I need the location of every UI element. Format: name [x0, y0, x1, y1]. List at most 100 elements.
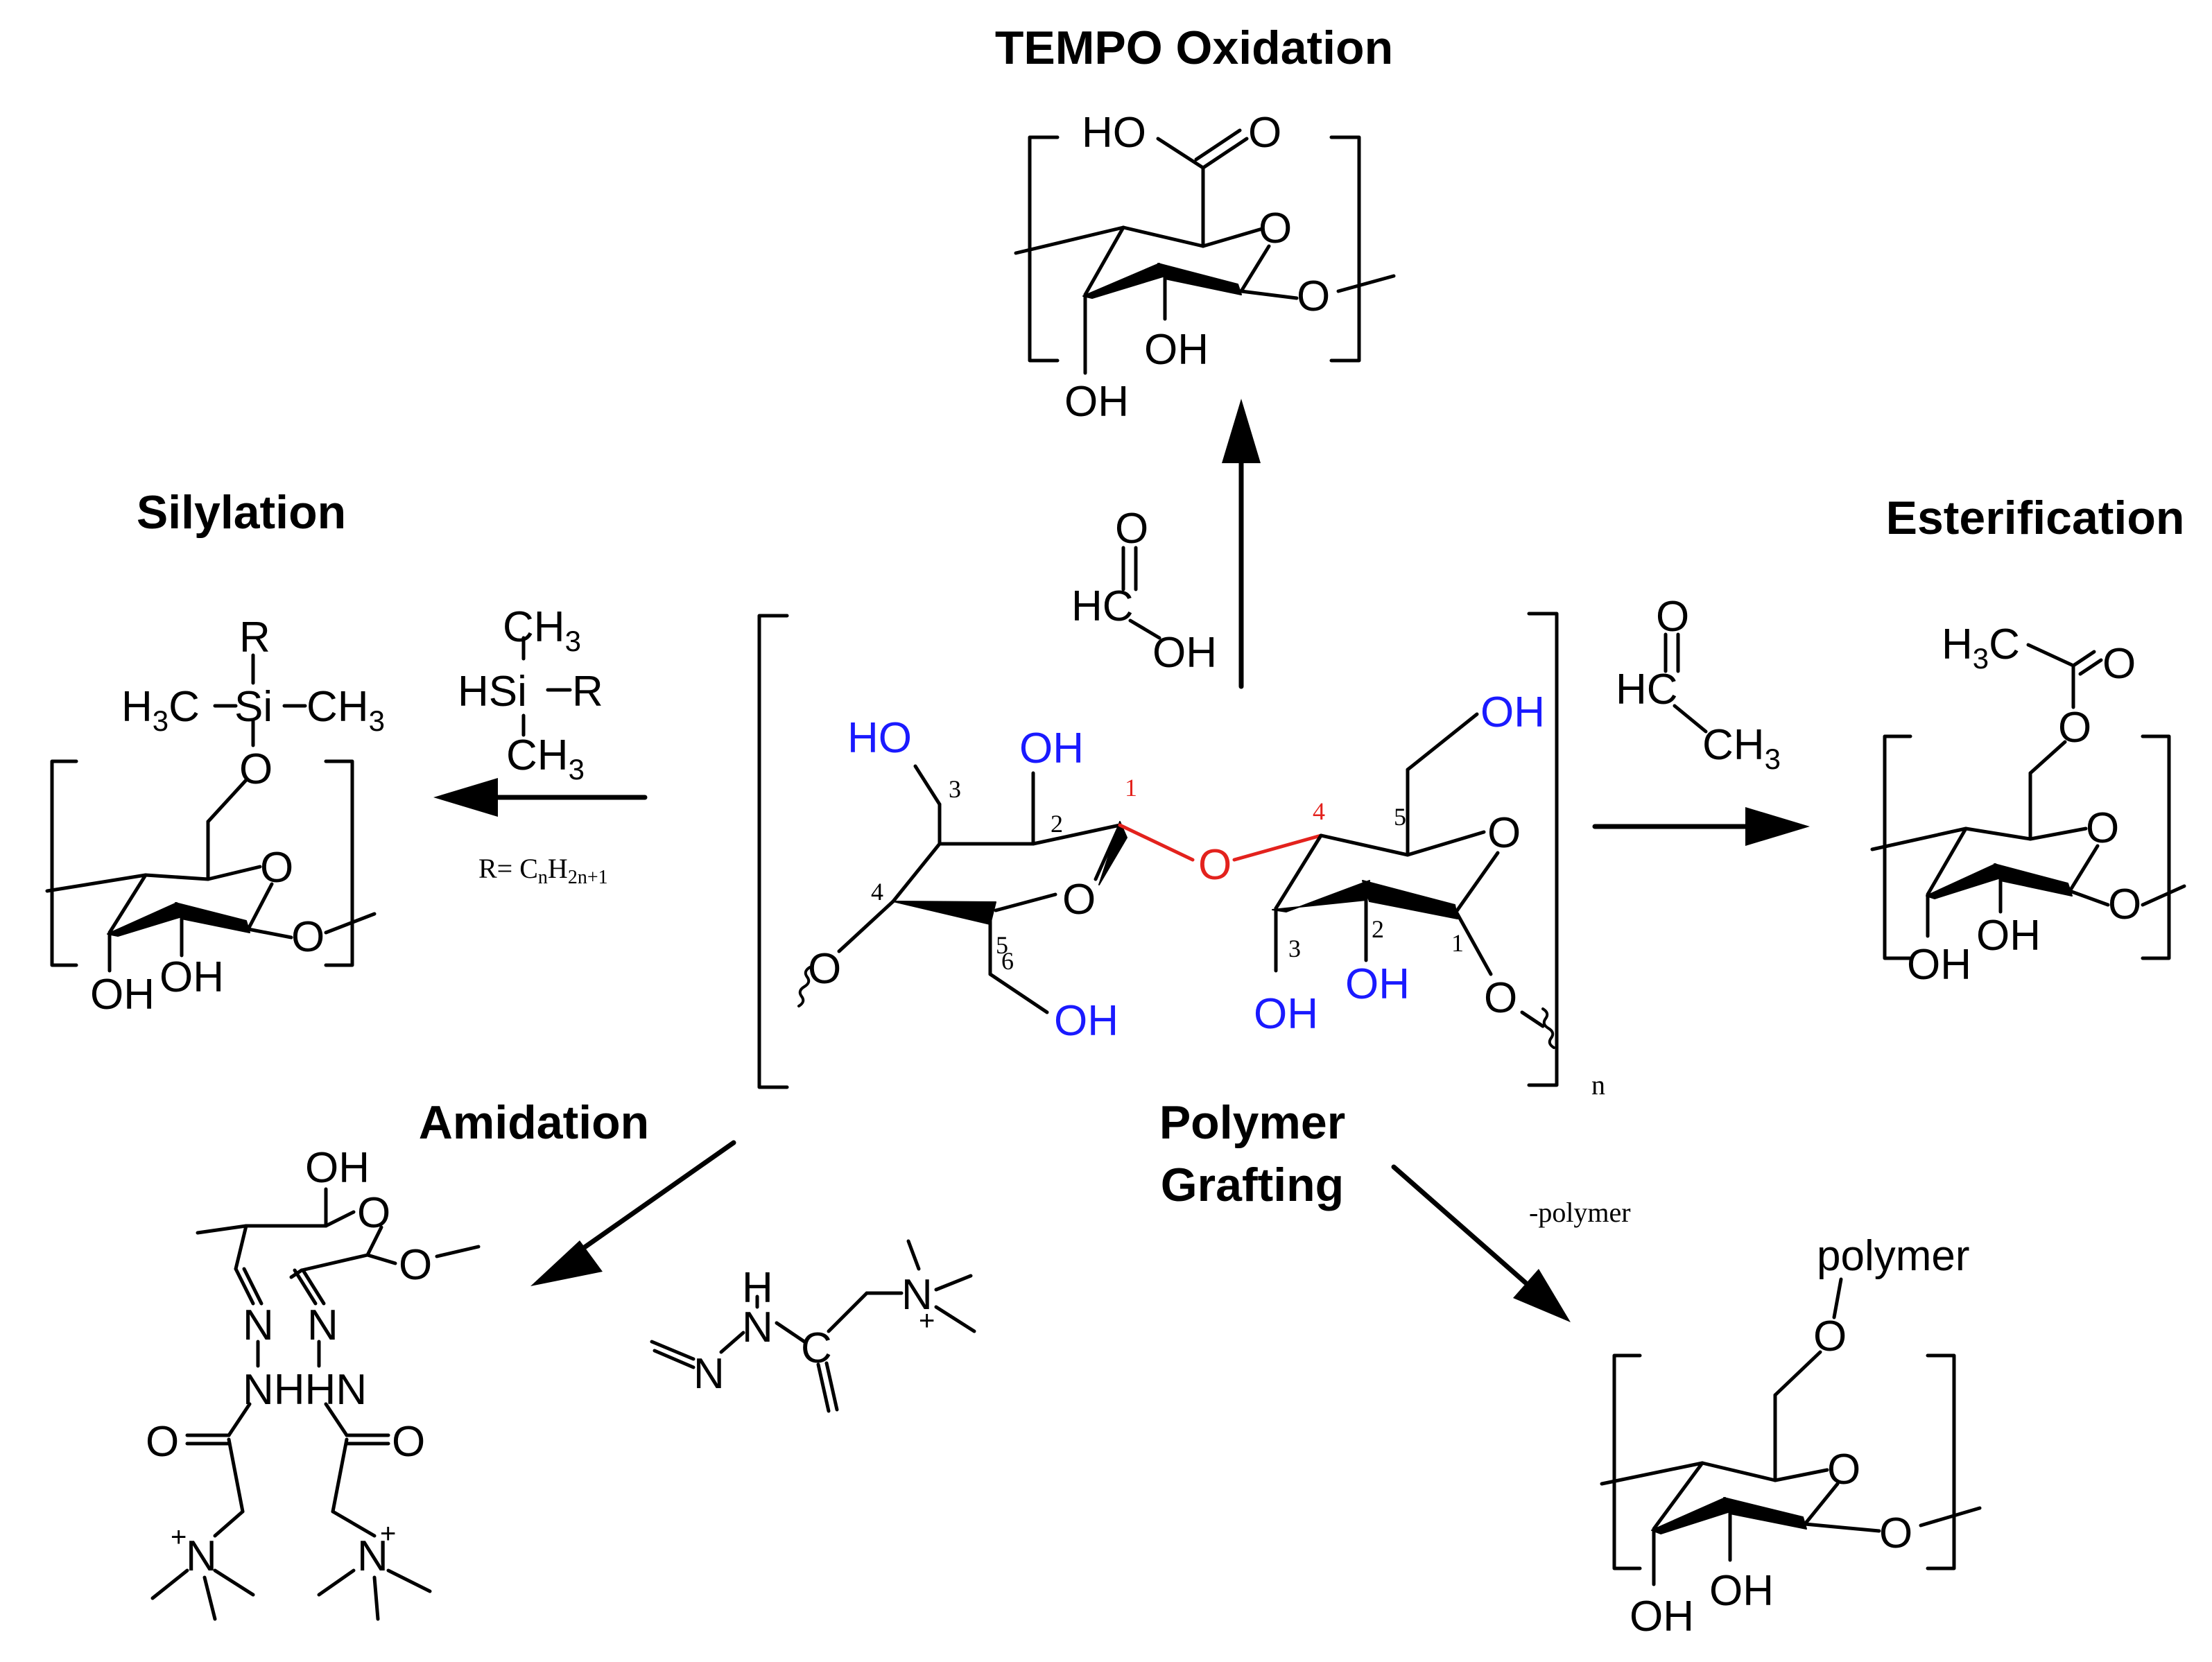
repeat-n-label: n [1591, 1069, 1605, 1100]
carbon-6-label: 6 [1001, 947, 1014, 975]
ester-oh-a: OH [1976, 912, 2041, 960]
carbon-1-prime-label: 1 [1451, 929, 1464, 957]
amide-link-o: O [399, 1241, 432, 1289]
girard-plus: + [919, 1306, 935, 1336]
tempo-oxidation-title: TEMPO Oxidation [995, 21, 1393, 74]
acetaldehyde-hc: HC [1616, 666, 1678, 713]
carbon-2-prime-label: 2 [1372, 915, 1384, 943]
silane-hsi: HSi [458, 668, 527, 716]
ester-o: O [2058, 704, 2091, 752]
grafting-reagent-label: -polymer [1529, 1197, 1631, 1228]
carbon-3-prime-label: 3 [1288, 935, 1301, 962]
amide-o-right: O [392, 1418, 425, 1466]
r-definition: R= CnH2n+1 [478, 853, 608, 888]
amide-n1: N [243, 1301, 274, 1349]
carbon-2-label: 2 [1051, 810, 1063, 838]
silane-reagent: CH3 HSi R CH3 R= CnH2n+1 [458, 603, 608, 888]
carbon-5-prime-label: 5 [1394, 803, 1406, 831]
silane-ch3-top: CH3 [503, 603, 581, 657]
acetaldehyde-reagent: O HC CH3 [1616, 593, 1781, 775]
acetaldehyde-ch3: CH3 [1702, 721, 1781, 775]
grafting-end-o: O [1879, 1509, 1912, 1557]
carbon-4-label: 4 [871, 878, 883, 906]
girard-reagent: H N N C N + [650, 1239, 976, 1413]
cellulose-repeat-unit: n HO OH O [757, 612, 1605, 1100]
oh-c6: OH [1054, 997, 1118, 1045]
amidation-product: OH O O N N NHHN O O N + N + [146, 1144, 481, 1621]
silyl-oh-a: OH [90, 971, 155, 1019]
amide-n-plus-left: N [186, 1532, 217, 1580]
bridge-oxygen: O [1198, 841, 1232, 889]
amide-o-left: O [146, 1418, 179, 1466]
tempo-product: HO O O O OH OH [1014, 109, 1396, 426]
carbon-4-prime-label: 4 [1313, 797, 1325, 825]
tempo-oh-a: OH [1144, 326, 1209, 374]
amidation-title: Amidation [419, 1096, 649, 1149]
arrow-down-left [530, 1140, 736, 1286]
grafting-oh-b: OH [1630, 1593, 1694, 1641]
carbon-3-label: 3 [949, 775, 961, 803]
silylation-product: R H3C Si CH3 O O O OH OH [45, 614, 385, 1019]
left-bracket [757, 614, 789, 1089]
amide-plus-right: + [380, 1518, 396, 1549]
silyl-r: R [239, 614, 270, 661]
grafting-polymer-label: polymer [1817, 1232, 1970, 1280]
esterification-title: Esterification [1886, 492, 2185, 544]
ring-oxygen-left: O [1062, 876, 1096, 924]
amide-ring-o: O [357, 1189, 390, 1237]
carbon-5-label: 5 [996, 931, 1008, 959]
grafting-ring-o: O [1827, 1446, 1860, 1494]
silyl-link-o: O [239, 745, 273, 793]
silyl-ch3: CH3 [306, 683, 385, 737]
ester-end-o: O [2108, 881, 2141, 928]
formic-hc: HC [1071, 582, 1134, 630]
girard-nh: N [742, 1304, 773, 1351]
oh-c2: OH [1019, 725, 1084, 772]
carbon-1-label: 1 [1125, 774, 1137, 802]
oh-c3-prime: OH [1254, 990, 1318, 1038]
tempo-ring-o: O [1259, 205, 1292, 252]
ho-c3: HO [847, 714, 912, 762]
arrow-right [1592, 807, 1810, 846]
ester-h3c: H3C [1942, 621, 2020, 675]
oh-c2-prime: OH [1345, 960, 1410, 1008]
silane-r: R [572, 668, 603, 716]
right-bracket [1527, 612, 1559, 1087]
ester-ring-o: O [2086, 804, 2119, 852]
formic-o: O [1115, 505, 1148, 553]
ring-oxygen-right: O [1487, 809, 1521, 857]
girard-n: N [693, 1350, 725, 1398]
amide-nhhn: NHHN [243, 1366, 367, 1414]
arrow-down-right [1391, 1164, 1571, 1322]
girard-n-plus: N [901, 1271, 933, 1319]
girard-h: H [742, 1264, 773, 1312]
silyl-h3c: H3C [121, 683, 200, 737]
arrow-up [1222, 399, 1261, 689]
tempo-ho: HO [1082, 109, 1146, 157]
polymer-grafting-title-line2: Grafting [1161, 1159, 1344, 1211]
ester-oh-b: OH [1907, 941, 1971, 989]
amide-n2: N [307, 1301, 338, 1349]
acetaldehyde-o: O [1656, 593, 1689, 641]
oh-c6-prime: OH [1480, 689, 1545, 736]
tempo-link-o: O [1297, 272, 1330, 320]
silyl-ring-o: O [260, 844, 293, 892]
silane-ch3-bottom: CH3 [506, 732, 585, 786]
esterification-product: H3C O O O O OH OH [1870, 621, 2186, 989]
silyl-si: Si [234, 683, 273, 731]
end-oxygen-left: O [808, 945, 841, 993]
polymer-grafting-title-line1: Polymer [1159, 1096, 1345, 1149]
amide-plus-left: + [171, 1522, 187, 1552]
arrow-left [433, 778, 648, 817]
ester-carbonyl-o: O [2102, 640, 2136, 688]
grafting-link-o: O [1813, 1313, 1847, 1360]
amide-oh: OH [305, 1144, 370, 1192]
silyl-end-o: O [291, 913, 325, 961]
silyl-oh-b: OH [159, 953, 224, 1001]
formic-oh: OH [1152, 629, 1217, 677]
girard-c: C [801, 1324, 832, 1372]
tempo-carbonyl-o: O [1248, 109, 1281, 157]
tempo-oh-b: OH [1064, 378, 1129, 426]
grafting-product: -polymer polymer O O O OH OH [1529, 1197, 1982, 1641]
